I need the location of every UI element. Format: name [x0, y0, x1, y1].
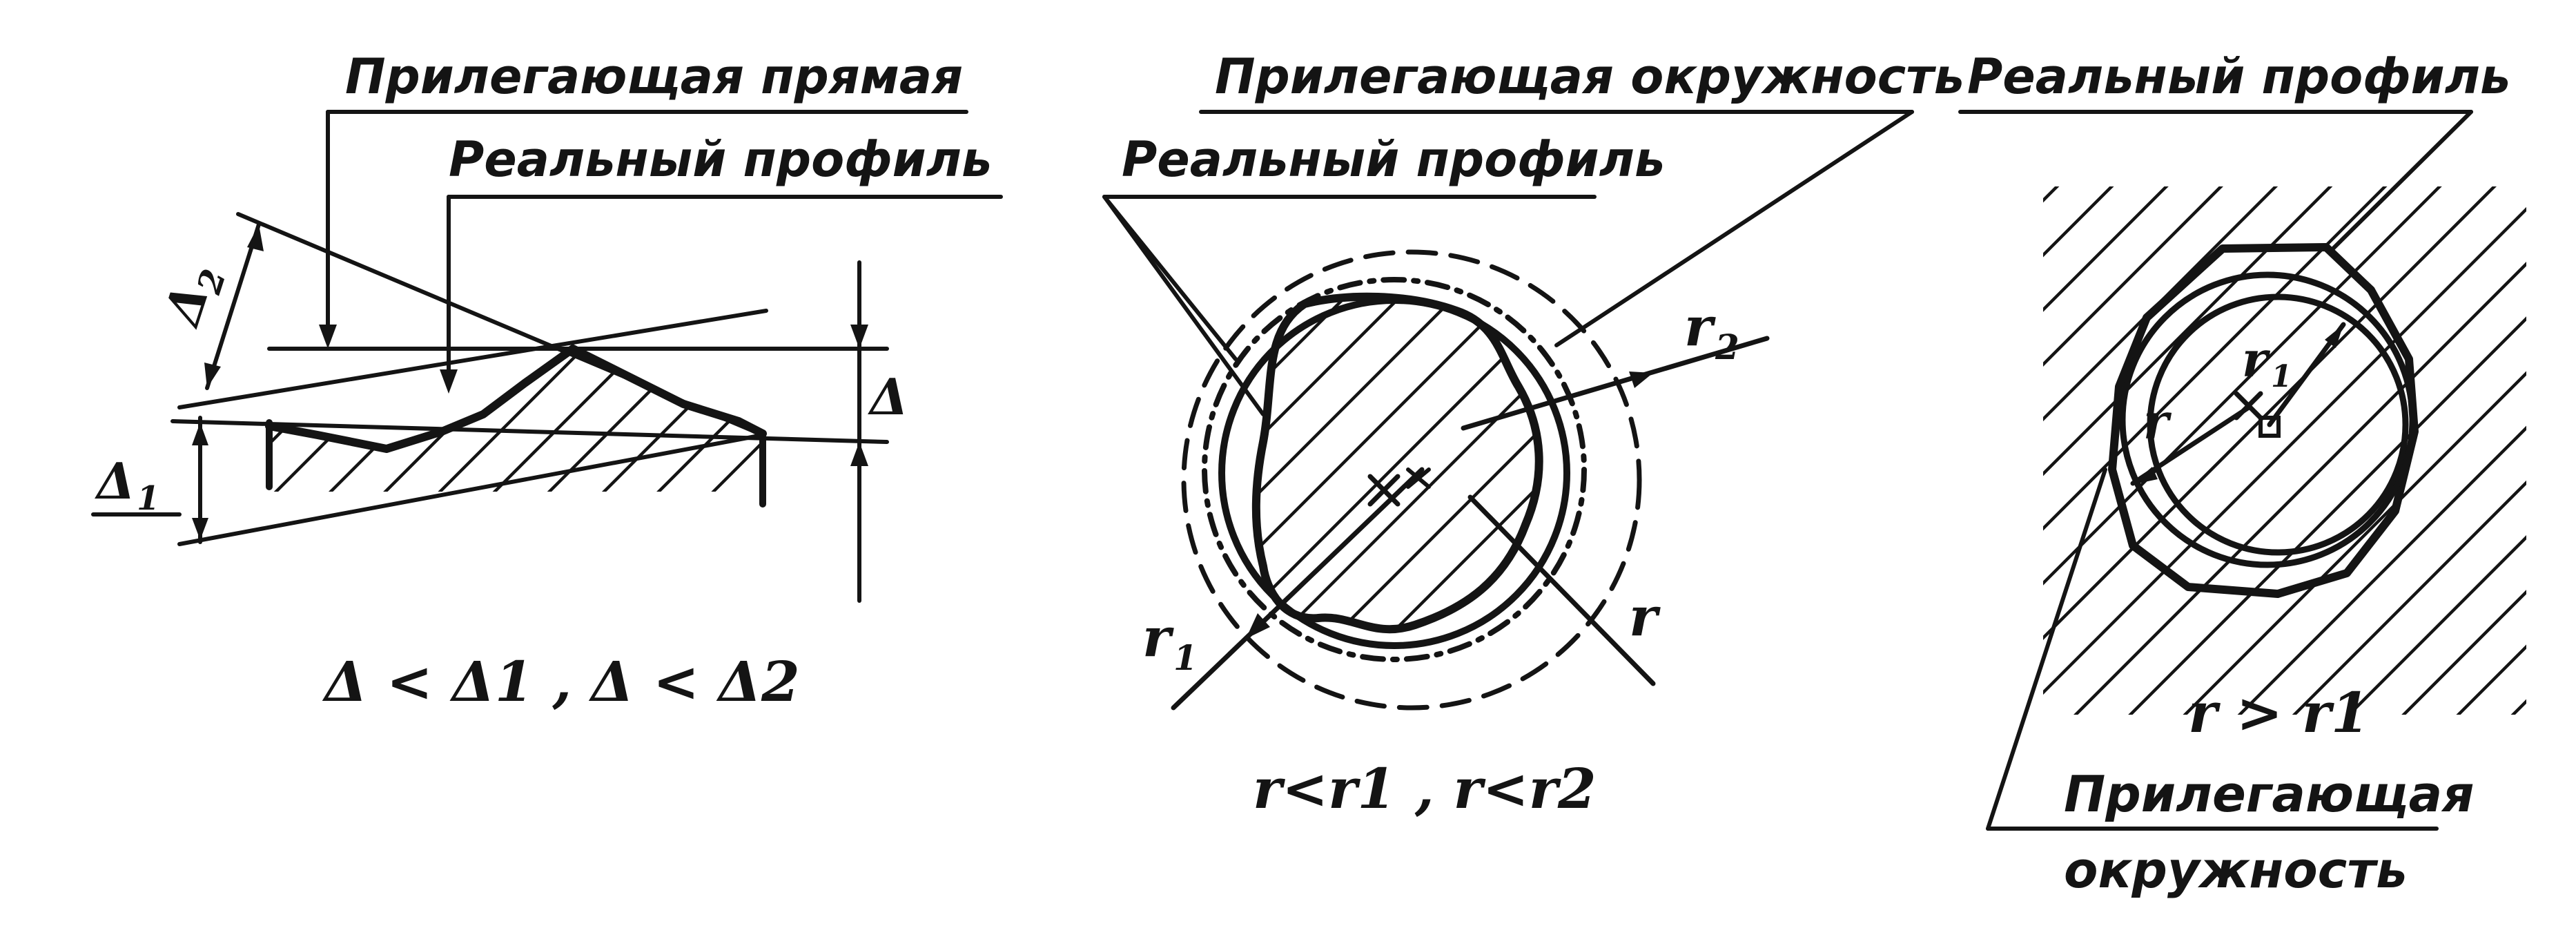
- real-profile-curve: [1251, 292, 1543, 634]
- symbol-r: r: [1629, 586, 1661, 648]
- arrowhead: [192, 518, 208, 540]
- hatching: [1256, 296, 1539, 630]
- label-adjacent-line: Прилегающая прямая: [345, 48, 963, 105]
- condition-text: r<r1 , r<r2: [1253, 756, 1597, 821]
- symbol-r1-sub: 1: [2271, 359, 2292, 394]
- arrowhead: [2131, 467, 2158, 485]
- label-real-profile: Реальный профиль: [1122, 131, 1665, 188]
- condition-text: Δ < Δ1 , Δ < Δ2: [322, 649, 800, 714]
- symbol-delta: Δ: [868, 367, 908, 426]
- line-3: [177, 433, 765, 546]
- symbol-r2: r: [1684, 296, 1716, 358]
- label-adjacent-circle: Прилегающая окружность: [1215, 48, 1964, 105]
- circle-r1-dashed: [1181, 249, 1642, 711]
- line-1: [177, 309, 768, 409]
- radius-line-r2: [1461, 336, 1770, 431]
- base-line: [170, 419, 889, 444]
- circle-r2-dashdot: [1202, 277, 1587, 662]
- line-2: [236, 212, 765, 437]
- leader-line: [1554, 110, 1914, 347]
- panel-line: Прилегающая прямая Реальный профиль Δ Δ …: [91, 48, 1003, 714]
- symbol-r2-sub: 2: [1715, 327, 1739, 367]
- symbol-delta1: Δ: [95, 452, 135, 510]
- radius-line-r1: [1171, 467, 1425, 711]
- arrowhead: [1629, 371, 1653, 388]
- label-adjacent-circle-line2: окружность: [2064, 841, 2408, 899]
- center-mark: [1367, 474, 1401, 507]
- arrowhead: [850, 442, 868, 466]
- panel-shaft: Прилегающая окружность Реальный профиль …: [1102, 48, 1964, 821]
- arrowhead: [192, 423, 208, 445]
- condition-text: r > r1: [2188, 680, 2370, 745]
- real-profile-polygon: [2108, 243, 2419, 598]
- center-mark: [1406, 467, 1431, 489]
- symbol-r: r: [2143, 393, 2172, 450]
- arrowhead: [247, 224, 264, 251]
- label-real-profile: Реальный профиль: [1967, 48, 2510, 105]
- symbol-r1: r: [1142, 606, 1174, 669]
- panel-hole: Реальный профиль r r 1 r > r1 Прилегающа…: [1958, 48, 2526, 899]
- hatching: [269, 349, 763, 492]
- label-adjacent-circle-line1: Прилегающая: [2064, 765, 2474, 823]
- arrowhead: [1246, 613, 1270, 639]
- arrowhead: [204, 363, 221, 388]
- dimension-line: [205, 222, 261, 390]
- symbol-r1: r: [2242, 331, 2271, 388]
- leader-line: [1986, 467, 2107, 831]
- arrowhead: [850, 325, 868, 349]
- arrowhead: [440, 369, 458, 394]
- center-mark: [2258, 416, 2281, 438]
- arrowhead: [2325, 325, 2343, 348]
- radius-line-r: [1467, 494, 1656, 686]
- adjacent-circle-r: [2119, 271, 2416, 568]
- arrowhead: [319, 325, 337, 349]
- label-real-profile: Реальный профиль: [449, 131, 992, 188]
- leader-line: [1102, 195, 1265, 416]
- symbol-r1-sub: 1: [1173, 637, 1198, 678]
- circle-r1: [2147, 293, 2409, 556]
- symbol-delta1-sub: 1: [137, 479, 159, 518]
